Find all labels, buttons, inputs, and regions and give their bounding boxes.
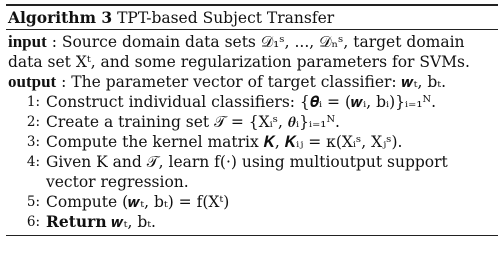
step-6: 6: Return 𝒘ₜ, bₜ. bbox=[6, 212, 498, 232]
step-list: 1: Construct individual classifiers: {𝜽ᵢ… bbox=[6, 92, 498, 232]
step-number: 6: bbox=[26, 214, 40, 230]
return-keyword: Return bbox=[46, 212, 107, 231]
title-rule bbox=[6, 29, 498, 30]
algorithm-title: Algorithm 3 TPT-based Subject Transfer bbox=[6, 6, 498, 29]
bottom-rule bbox=[6, 235, 498, 236]
output-keyword: output bbox=[8, 72, 57, 91]
input-text: : Source domain data sets 𝒟₁ˢ, ..., 𝒟ₙˢ,… bbox=[8, 33, 470, 71]
step-number: 3: bbox=[26, 134, 40, 150]
step-text: Compute the kernel matrix 𝑲, 𝑲ᵢⱼ = κ(Xᵢˢ… bbox=[46, 133, 403, 151]
step-number: 4: bbox=[26, 154, 40, 170]
step-text: Construct individual classifiers: {𝜽ᵢ = … bbox=[46, 93, 437, 111]
step-1: 1: Construct individual classifiers: {𝜽ᵢ… bbox=[6, 92, 498, 112]
step-4: 4: Given K and 𝒯, learn f(·) using multi… bbox=[6, 152, 498, 192]
step-number: 5: bbox=[26, 194, 40, 210]
algorithm-name: TPT-based Subject Transfer bbox=[117, 9, 335, 27]
step-3: 3: Compute the kernel matrix 𝑲, 𝑲ᵢⱼ = κ(… bbox=[6, 132, 498, 152]
step-2: 2: Create a training set 𝒯 = {Xᵢˢ, 𝜽ᵢ}ᵢ₌… bbox=[6, 112, 498, 132]
algorithm-label: Algorithm 3 bbox=[8, 8, 113, 27]
output-text: : The parameter vector of target classif… bbox=[61, 73, 447, 91]
top-rule bbox=[6, 4, 498, 6]
step-text: Return 𝒘ₜ, bₜ. bbox=[46, 212, 156, 231]
step-5: 5: Compute (𝒘ₜ, bₜ) = f(Xᵗ) bbox=[6, 192, 498, 212]
output-line: output : The parameter vector of target … bbox=[6, 72, 498, 92]
input-keyword: input bbox=[8, 32, 47, 51]
input-line: input : Source domain data sets 𝒟₁ˢ, ...… bbox=[6, 30, 498, 72]
algorithm-box: Algorithm 3 TPT-based Subject Transfer i… bbox=[6, 4, 498, 236]
step-number: 1: bbox=[26, 94, 40, 110]
step-text: Compute (𝒘ₜ, bₜ) = f(Xᵗ) bbox=[46, 193, 230, 211]
step-number: 2: bbox=[26, 114, 40, 130]
step-text: Create a training set 𝒯 = {Xᵢˢ, 𝜽ᵢ}ᵢ₌₁ᴺ. bbox=[46, 113, 340, 131]
step-text: Given K and 𝒯, learn f(·) using multiout… bbox=[46, 153, 448, 191]
